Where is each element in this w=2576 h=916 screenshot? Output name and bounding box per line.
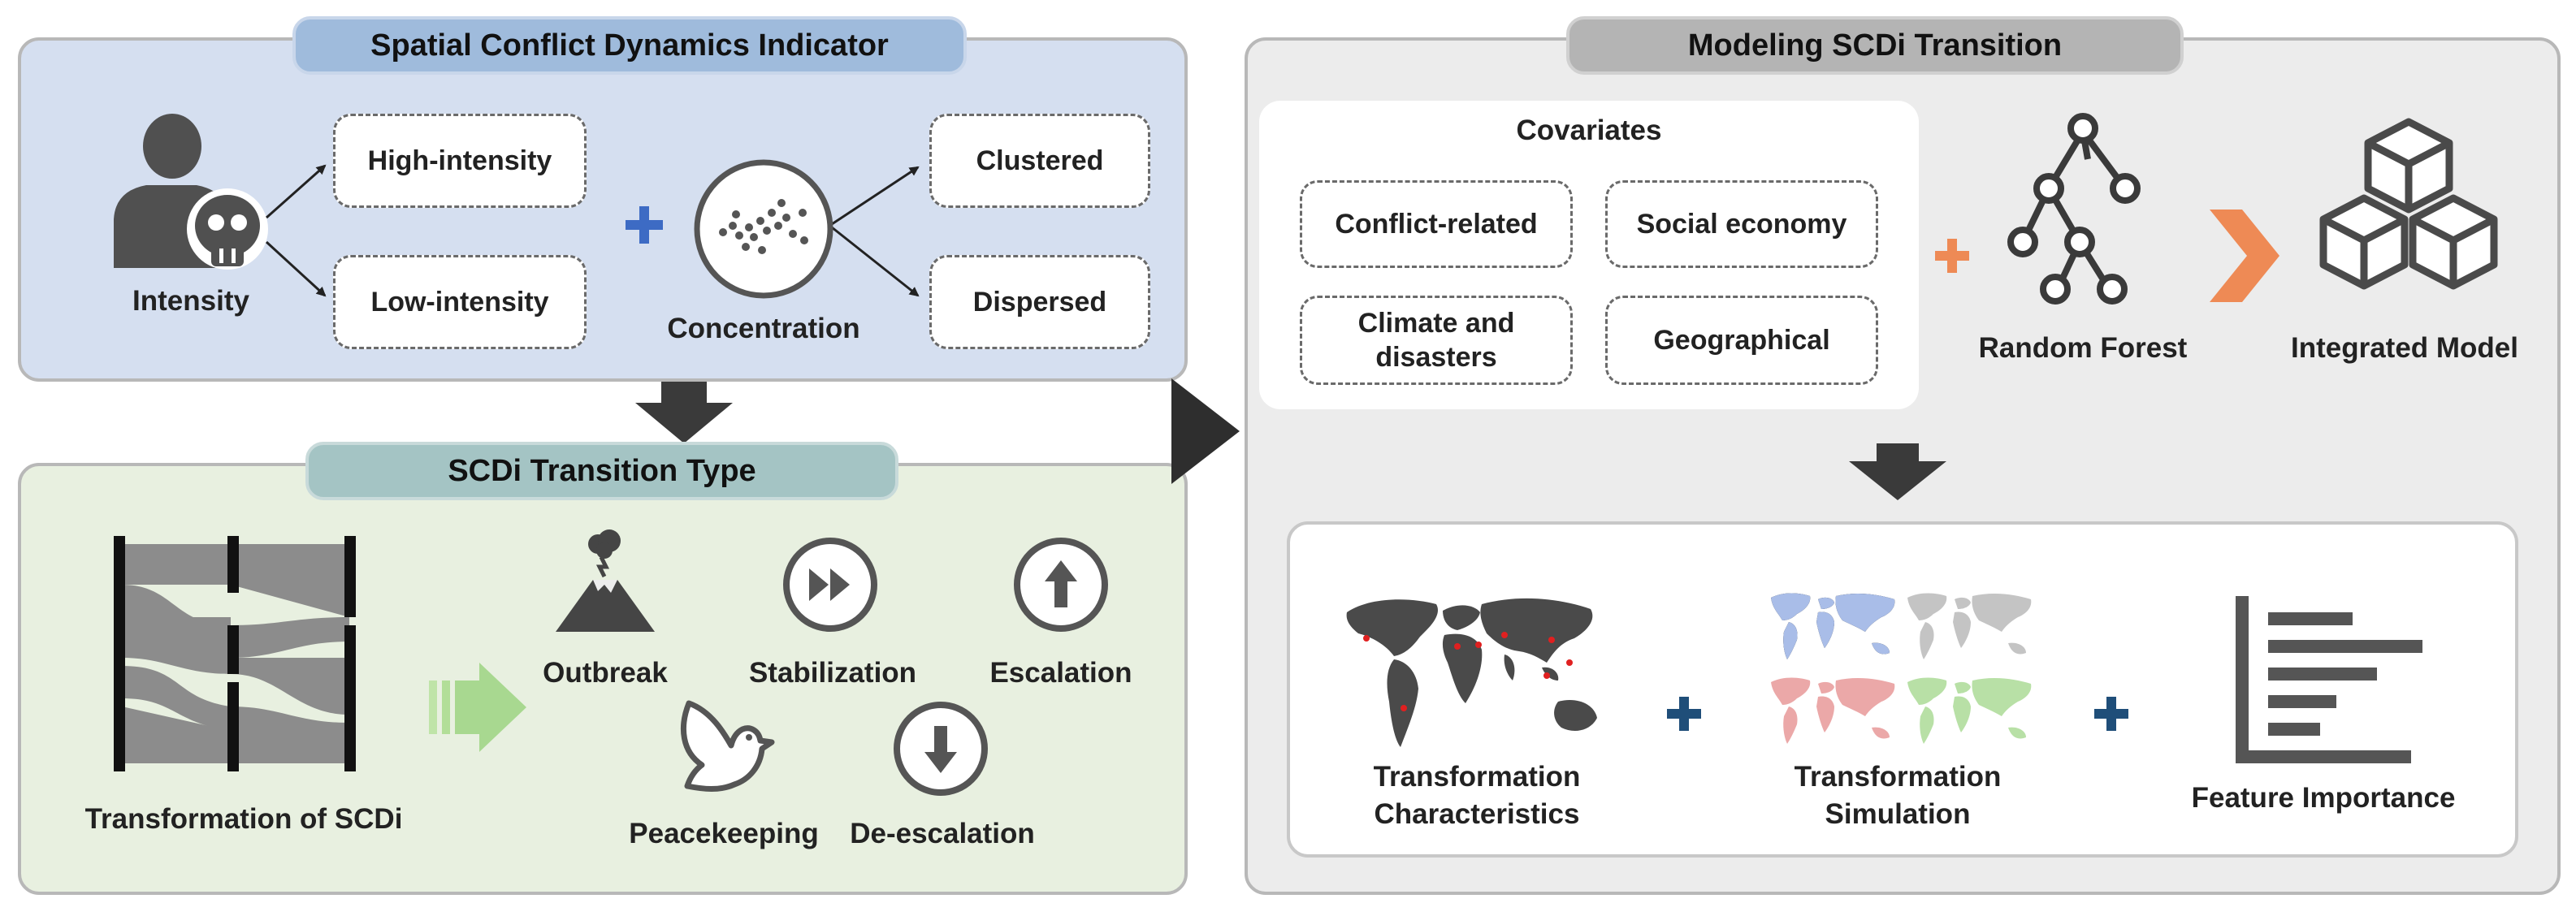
peacekeeping-dove-icon: [681, 700, 775, 792]
concentration-label: Concentration: [667, 313, 860, 344]
integrated-model-cubes-icon: [2319, 118, 2498, 290]
plus-icon: [626, 206, 663, 244]
low-intensity-box: Low-intensity: [333, 255, 587, 349]
clustered-box: Clustered: [929, 114, 1150, 208]
high-intensity-box: High-intensity: [333, 114, 587, 208]
random-forest-tree-icon: [2007, 113, 2141, 305]
down-arrow-a-b: [635, 382, 733, 443]
simulation-maps-icon: [1771, 593, 2032, 744]
plus-navy-icon-2: [2094, 697, 2128, 731]
covariate-social-economy: Social economy: [1605, 180, 1878, 268]
chevron-right-icon: [2210, 210, 2279, 302]
covariates-title: Covariates: [1516, 114, 1662, 146]
green-arrow-icon: [429, 663, 526, 752]
escalation-up-icon: [1014, 538, 1108, 632]
outbreak-label: Outbreak: [543, 657, 668, 689]
transformation-characteristics-label: Transformation Characteristics: [1373, 761, 1581, 831]
random-forest-label: Random Forest: [1978, 332, 2188, 364]
covariate-climate-disasters: Climate and disasters: [1300, 296, 1573, 385]
covariate-geographical: Geographical: [1605, 296, 1878, 385]
de-escalation-down-icon: [894, 702, 988, 796]
outputs-box: [1287, 521, 2518, 858]
escalation-label: Escalation: [989, 657, 1132, 689]
outbreak-volcano-icon: [556, 529, 655, 632]
transformation-label: Transformation of SCDi: [84, 803, 403, 835]
peacekeeping-label: Peacekeeping: [629, 818, 819, 849]
indicator-title: Spatial Conflict Dynamics Indicator: [292, 16, 967, 75]
plus-navy-icon-1: [1667, 697, 1701, 731]
world-map-characteristics-icon: [1346, 598, 1597, 747]
transformation-simulation-label: Transformation Simulation: [1794, 761, 2002, 831]
right-arrow-to-modeling: [1171, 378, 1240, 484]
down-arrow-modeling: [1849, 443, 1946, 500]
integrated-model-label: Integrated Model: [2290, 332, 2519, 364]
plus-orange-icon: [1935, 239, 1969, 273]
concentration-scatter-icon: [694, 159, 833, 299]
covariate-conflict-related: Conflict-related: [1300, 180, 1573, 268]
feature-importance-label: Feature Importance: [2191, 782, 2456, 814]
modeling-title: Modeling SCDi Transition: [1566, 16, 2184, 75]
conflict-person-icon: [114, 114, 268, 270]
transformation-sankey-icon: [114, 536, 356, 771]
de-escalation-label: De-escalation: [850, 818, 1035, 849]
dispersed-box: Dispersed: [929, 255, 1150, 349]
stabilization-label: Stabilization: [748, 657, 917, 689]
stabilization-icon: [783, 538, 877, 632]
intensity-label: Intensity: [132, 285, 249, 317]
feature-importance-chart-icon: [2236, 596, 2422, 763]
transition-title: SCDi Transition Type: [305, 442, 898, 500]
